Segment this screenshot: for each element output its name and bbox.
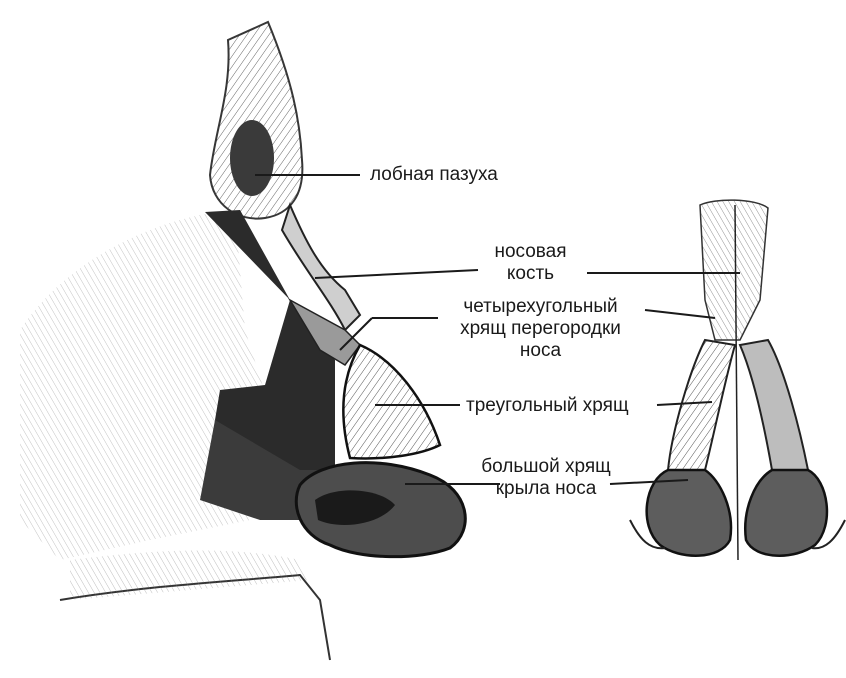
label-alar-cartilage: большой хрящ крыла носа bbox=[476, 456, 616, 500]
label-nasal-bone-line-2: кость bbox=[478, 263, 583, 285]
frontal-sinus-shape bbox=[230, 120, 274, 196]
label-septal-line-3: носа bbox=[438, 340, 643, 362]
alar-cartilage-right bbox=[745, 470, 827, 556]
leader-septal-right bbox=[645, 310, 715, 318]
label-nasal-bone-line-1: носовая bbox=[478, 241, 583, 263]
label-frontal-sinus: лобная пазуха bbox=[370, 164, 498, 186]
maxilla-shading bbox=[70, 551, 310, 600]
lateral-cartilage-shape bbox=[343, 345, 440, 458]
frontal-view bbox=[630, 200, 845, 560]
label-nasal-bone: носовая кость bbox=[478, 241, 583, 285]
nasal-bones-front bbox=[700, 200, 768, 340]
label-lateral-cartilage: треугольный хрящ bbox=[466, 395, 629, 417]
leader-nasal-bone-left bbox=[315, 270, 478, 278]
label-septal-line-1: четырехугольный bbox=[438, 296, 643, 318]
label-alar-line-2: крыла носа bbox=[476, 478, 616, 500]
lateral-view bbox=[20, 22, 465, 660]
alar-cartilage-left bbox=[647, 470, 731, 556]
lateral-cartilage-right bbox=[740, 340, 808, 470]
label-septal-cartilage: четырехугольный хрящ перегородки носа bbox=[438, 296, 643, 362]
lateral-cartilage-left bbox=[668, 340, 735, 470]
label-septal-line-2: хрящ перегородки bbox=[438, 318, 643, 340]
label-alar-line-1: большой хрящ bbox=[476, 456, 616, 478]
